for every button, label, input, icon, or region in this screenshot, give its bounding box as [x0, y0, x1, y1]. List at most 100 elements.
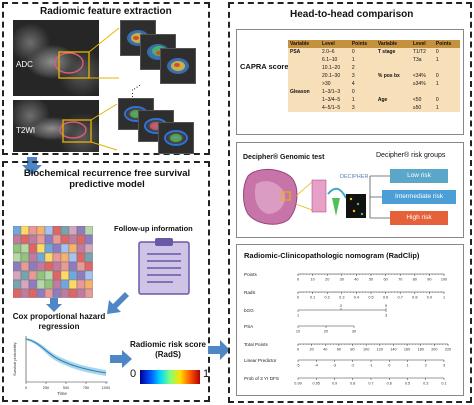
- capra-cell: [433, 64, 460, 72]
- capra-cell: T stage: [375, 48, 411, 56]
- nomogram-tick-rads: 1: [443, 296, 445, 300]
- feature-cell: [68, 234, 77, 244]
- feature-cell: [68, 261, 77, 271]
- nomogram-tick-total: 120: [377, 348, 383, 352]
- nomogram-tick-dfs: 0.99: [294, 382, 301, 386]
- nomogram-box: [236, 244, 464, 396]
- adc-label: ADC: [16, 60, 33, 69]
- feature-cell: [76, 226, 85, 235]
- capra-cell: 1–3/4–5: [320, 96, 350, 104]
- feature-extraction-panel: [2, 2, 210, 155]
- nomogram-tick-total: 100: [363, 348, 369, 352]
- nomogram-tick-points: 50: [369, 278, 373, 282]
- nomogram-tick-bgg: 2: [340, 304, 342, 308]
- model-title-text: Biochemical recurrence free survival pre…: [23, 168, 191, 190]
- feature-cell: [20, 234, 29, 244]
- feature-cell: [13, 243, 21, 253]
- feature-cell: [52, 226, 61, 235]
- diag-arrow-icon: [107, 292, 129, 314]
- nomogram-label-dfs: Prob of 3 Yr DFS: [244, 376, 279, 381]
- feature-cell: [28, 288, 37, 298]
- nomogram-tick-lp: -4: [315, 364, 318, 368]
- nomogram-tick-points: 40: [354, 278, 358, 282]
- feature-cell: [28, 226, 37, 235]
- feature-cell: [52, 270, 61, 280]
- nomogram-title: Radiomic-Clinicopathologic nomogram (Rad…: [244, 251, 420, 260]
- nomogram-label-points: Points: [244, 272, 257, 277]
- feature-cell: [84, 226, 93, 235]
- capra-cell: <34%: [410, 72, 434, 80]
- capra-cell: [375, 64, 411, 72]
- colorbar-min: 0: [130, 368, 137, 380]
- feature-cell: [60, 243, 69, 253]
- feature-cell: [44, 243, 53, 253]
- nomogram-tick-bgg: 1: [297, 314, 299, 318]
- capra-cell: 10.1–20: [320, 64, 350, 72]
- nomogram-tick-total: 200: [431, 348, 437, 352]
- capra-cell: 4: [349, 80, 376, 88]
- nomogram-tick-points: 0: [297, 278, 299, 282]
- decipher-pipeline: DECIPHER: [296, 174, 368, 218]
- risk-intermediate-box: Intermediate risk: [382, 190, 456, 204]
- feature-cell: [68, 226, 77, 235]
- capra-cell: Gleason: [288, 88, 321, 96]
- nomogram-tick-dfs: 0.95: [313, 382, 320, 386]
- feature-cell: [20, 279, 29, 289]
- feature-cell: [28, 261, 37, 271]
- nomogram-tick-rads: 0.6: [383, 296, 388, 300]
- nomogram-tick-total: 20: [310, 348, 314, 352]
- cox-title: Cox proportional hazard regression: [10, 312, 108, 332]
- adc-slice-3: [160, 48, 196, 84]
- t2w-label: T2WI: [16, 126, 36, 135]
- km-xtick: 250: [43, 386, 49, 390]
- nomogram-label-lp: Linear Predictor: [244, 358, 277, 363]
- capra-cell: 0: [433, 72, 460, 80]
- km-ylabel: Survival probability: [12, 342, 17, 376]
- nomogram-label-total: Total Points: [244, 342, 268, 347]
- capra-cell: >30: [320, 80, 350, 88]
- nomogram-tick-total: 80: [350, 348, 354, 352]
- feature-cell: [20, 243, 29, 253]
- capra-cell: Age: [375, 96, 411, 104]
- feature-cell: [44, 288, 53, 298]
- capra-cell: <50: [410, 96, 434, 104]
- capra-header-cell: Variable: [288, 40, 321, 48]
- capra-cell: ≥34%: [410, 80, 434, 88]
- head-to-head-title: Head-to-head comparison: [290, 9, 414, 20]
- capra-cell: 1: [433, 104, 460, 112]
- capra-box: [236, 29, 464, 135]
- km-xtick: 750: [83, 386, 89, 390]
- nomogram-tick-points: 20: [325, 278, 329, 282]
- feature-cell: [36, 252, 45, 262]
- nomogram-tick-dfs: 0.8: [350, 382, 355, 386]
- feature-cell: [13, 279, 21, 289]
- feature-cell: [28, 279, 37, 289]
- km-xtick: 0: [25, 386, 27, 390]
- feature-cell: [44, 279, 53, 289]
- feature-cell: [60, 252, 69, 262]
- feature-cell: [20, 270, 29, 280]
- nomogram-tick-points: 100: [441, 278, 447, 282]
- nomogram-tick-points: 80: [413, 278, 417, 282]
- nomogram-tick-total: 180: [418, 348, 424, 352]
- feature-cell: [36, 226, 45, 235]
- feature-cell: [84, 270, 93, 280]
- feature-cell: [52, 279, 61, 289]
- feature-cell: [13, 252, 21, 262]
- feature-cell: [84, 234, 93, 244]
- capra-title: CAPRA score: [240, 62, 289, 71]
- feature-cell: [36, 261, 45, 271]
- right-arrow-icon: [110, 350, 132, 368]
- feature-cell: [68, 288, 77, 298]
- nomogram-tick-rads: 0.1: [310, 296, 315, 300]
- nomogram-tick-dfs: 0.7: [368, 382, 373, 386]
- feature-cell: [13, 270, 21, 280]
- feature-cell: [76, 288, 85, 298]
- capra-cell: 1: [433, 80, 460, 88]
- feature-cell: [36, 279, 45, 289]
